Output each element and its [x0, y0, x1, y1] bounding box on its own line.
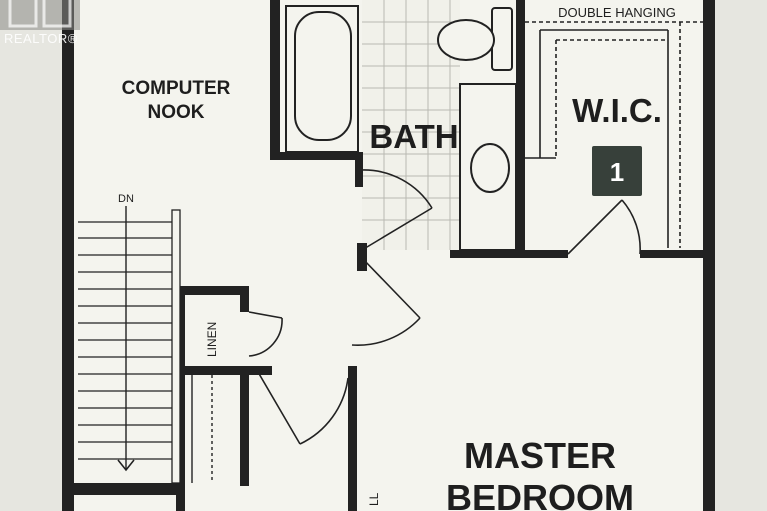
master-bedroom-label-line1: MASTER [464, 435, 616, 476]
closet-shelf [191, 375, 213, 483]
realtor-watermark-text: REALTOR® [4, 31, 78, 46]
wic-number-badge [592, 146, 642, 196]
wall-left [62, 0, 74, 511]
bath-label: BATH [369, 118, 458, 155]
wall-linen-top [176, 286, 248, 295]
bath-tile-floor [362, 0, 460, 250]
wall-hall-post [357, 243, 367, 271]
edge-cut-label: LL [367, 492, 381, 506]
bathtub [285, 5, 359, 153]
wall-bath-bottom-left [270, 152, 362, 160]
realtor-logo-icon [0, 0, 80, 30]
wic-number-label: 1 [610, 157, 624, 187]
wall-linen-right-top [240, 286, 249, 312]
linen-label: LINEN [205, 322, 219, 357]
stairs-down-label: DN [118, 193, 134, 205]
wall-closet-right [240, 366, 249, 486]
master-bedroom-label-line2: BEDROOM [446, 477, 634, 511]
double-hanging-label: DOUBLE HANGING [558, 5, 676, 20]
computer-nook-label-line2: NOOK [148, 102, 205, 123]
wall-bath-bottom [450, 250, 568, 258]
wall-closet-top [176, 366, 272, 375]
vanity-sink [459, 83, 517, 251]
wic-label: W.I.C. [572, 92, 662, 129]
wall-bath-wic [516, 0, 525, 258]
wall-bedroom-left [348, 366, 357, 511]
computer-nook-label-line1: COMPUTER [122, 78, 231, 99]
wall-wic-bottom [640, 250, 715, 258]
wall-bath-door-jamb [355, 152, 363, 187]
wall-bath-left [270, 0, 280, 158]
stairs [78, 206, 181, 484]
doors [248, 169, 641, 445]
wic-shelving [525, 21, 703, 248]
wall-stair-bottom [72, 483, 184, 495]
toilet [437, 7, 513, 71]
